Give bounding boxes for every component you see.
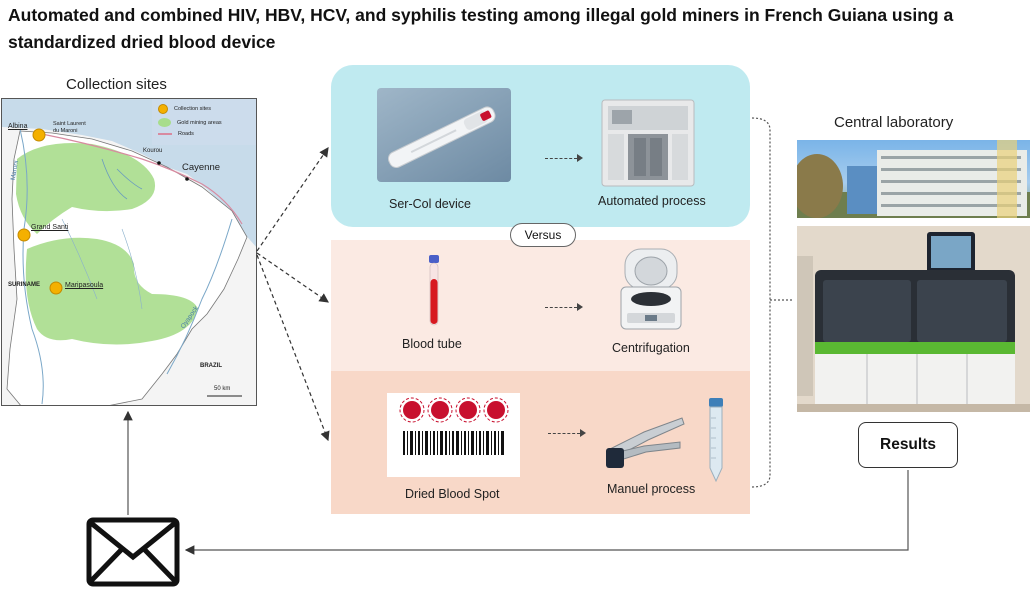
place-kourou: Kourou xyxy=(143,148,163,154)
legend-roads: Roads xyxy=(158,131,194,137)
laboratory-analyzer-photo xyxy=(797,226,1030,412)
versus-badge: Versus xyxy=(510,223,576,247)
map-drawing xyxy=(2,99,256,405)
automated-analyzer-image xyxy=(598,94,698,190)
centrifuge-icon xyxy=(617,247,685,333)
dbs-label: Dried Blood Spot xyxy=(405,487,500,501)
puncher-icon xyxy=(604,410,686,472)
dbs-card xyxy=(387,393,520,477)
dbs-to-manual-arrow xyxy=(548,429,586,437)
collection-site-icon xyxy=(158,104,168,114)
laboratory-building-photo xyxy=(797,140,1030,218)
collection-sites-label: Collection sites xyxy=(66,76,167,93)
results-box: Results xyxy=(858,422,958,468)
blood-tube-label: Blood tube xyxy=(402,337,462,351)
legend-gold-mining: Gold mining areas xyxy=(158,118,222,127)
figure-title: Automated and combined HIV, HBV, HCV, an… xyxy=(8,5,954,52)
automated-label: Automated process xyxy=(598,194,706,208)
place-albina: Albina xyxy=(8,123,28,130)
gold-area-icon xyxy=(158,118,171,127)
place-cayenne: Cayenne xyxy=(182,162,221,173)
french-guiana-map: Collection sites Gold mining areas Roads… xyxy=(1,98,257,406)
sercol-device-image xyxy=(377,88,511,182)
blood-spots xyxy=(399,397,509,423)
map-scale: 50 km xyxy=(214,386,231,392)
tube-to-centrifuge-arrow xyxy=(545,303,583,311)
falcon-tube-icon xyxy=(707,398,725,483)
blood-tube-icon xyxy=(428,255,440,327)
envelope-icon xyxy=(86,517,180,587)
manual-label: Manuel process xyxy=(607,482,696,496)
centrifugation-label: Centrifugation xyxy=(612,341,690,355)
place-suriname: SURINAME xyxy=(8,282,41,288)
place-st-laurent: Saint Laurent du Maroni xyxy=(53,121,86,134)
map-legend: Collection sites Gold mining areas Roads xyxy=(152,99,256,145)
road-icon xyxy=(158,133,172,135)
sercol-to-automated-arrow xyxy=(545,154,583,162)
legend-collection-sites: Collection sites xyxy=(158,104,211,114)
place-grand-santi: Grand Santi xyxy=(31,224,69,231)
sercol-label: Ser-Col device xyxy=(389,197,471,211)
central-lab-label: Central laboratory xyxy=(834,114,954,131)
place-brazil: BRAZIL xyxy=(200,363,222,369)
place-maripasoula: Maripasoula xyxy=(65,282,104,289)
